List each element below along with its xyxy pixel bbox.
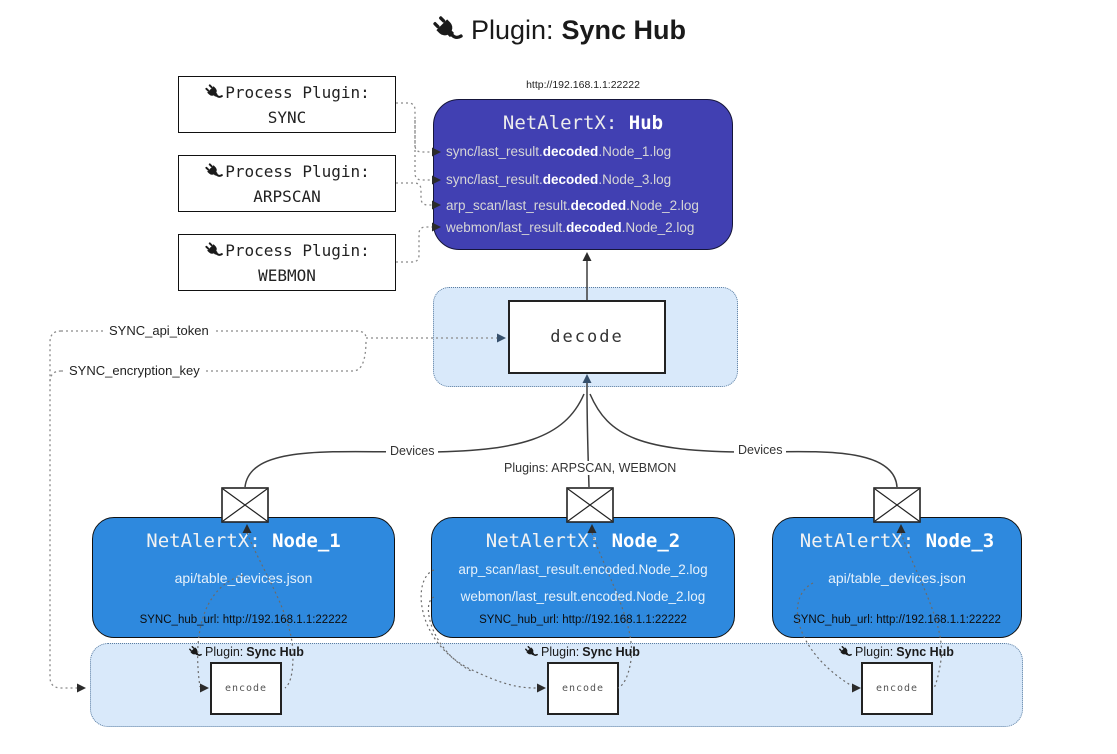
plug-icon — [204, 241, 223, 260]
encode-box-2: encode — [547, 662, 619, 715]
hub-file-line: webmon/last_result.decoded.Node_2.log — [446, 220, 695, 235]
hub-file-line: arp_scan/last_result.decoded.Node_2.log — [446, 198, 699, 213]
encode-plugin-label: Plugin: Sync Hub — [507, 645, 657, 659]
setting-sync-encryption-key: SYNC_encryption_key — [64, 363, 205, 378]
plug-icon — [204, 83, 223, 102]
process-plugin-name: SYNC — [267, 107, 307, 127]
encode-plugin-label: Plugin: Sync Hub — [171, 645, 321, 659]
node-file-line: webmon/last_result.encoded.Node_2.log — [460, 589, 706, 604]
plug-icon — [524, 645, 538, 659]
plug-icon — [431, 14, 463, 46]
envelope-icon — [566, 487, 614, 523]
edge-label-devices-left: Devices — [386, 444, 439, 458]
page-title: Plugin: Sync Hub — [0, 14, 1117, 46]
node-file-line: api/table_devices.json — [828, 570, 966, 586]
setting-sync-api-token: SYNC_api_token — [104, 323, 214, 338]
process-plugin-webmon: Process Plugin: WEBMON — [178, 234, 396, 291]
hub-file-line: sync/last_result.decoded.Node_3.log — [446, 172, 672, 187]
node-hub-url: SYNC_hub_url: http://192.168.1.1:22222 — [479, 614, 687, 626]
process-plugin-label: Process Plugin: — [225, 161, 370, 181]
hub-title-bold: Hub — [628, 112, 664, 134]
process-plugin-label: Process Plugin: — [225, 240, 370, 260]
process-plugin-label: Process Plugin: — [225, 82, 370, 102]
hub-box: NetAlertX: Hub sync/last_result.decoded.… — [433, 99, 733, 250]
process-plugin-name: WEBMON — [258, 265, 316, 285]
process-plugin-name: ARPSCAN — [253, 186, 321, 206]
node-file-line: arp_scan/last_result.encoded.Node_2.log — [458, 562, 708, 577]
decode-box: decode — [508, 300, 666, 374]
node-title: NetAlertX: Node_2 — [485, 530, 681, 552]
edge-label-plugins: Plugins: ARPSCAN, WEBMON — [500, 461, 676, 475]
plug-icon — [204, 162, 223, 181]
plug-icon — [838, 645, 852, 659]
encode-plugin-label: Plugin: Sync Hub — [821, 645, 971, 659]
hub-title: NetAlertX: Hub — [434, 112, 732, 134]
page-title-prefix: Plugin: — [470, 14, 554, 45]
envelope-icon — [221, 487, 269, 523]
process-plugin-sync: Process Plugin: SYNC — [178, 76, 396, 133]
node-box-2: NetAlertX: Node_2 arp_scan/last_result.e… — [431, 517, 735, 638]
envelope-icon — [873, 487, 921, 523]
node-file-line: api/table_devices.json — [174, 570, 313, 586]
encode-box-1: encode — [210, 662, 282, 715]
node-hub-url: SYNC_hub_url: http://192.168.1.1:22222 — [139, 614, 348, 626]
node-title: NetAlertX: Node_3 — [799, 530, 995, 552]
hub-file-line: sync/last_result.decoded.Node_1.log — [446, 144, 672, 159]
edge-label-devices-right: Devices — [734, 443, 787, 457]
node-box-3: NetAlertX: Node_3 api/table_devices.json… — [772, 517, 1022, 638]
page-title-bold: Sync Hub — [561, 14, 687, 45]
node-title: NetAlertX: Node_1 — [146, 530, 341, 552]
node-box-1: NetAlertX: Node_1 api/table_devices.json… — [92, 517, 395, 638]
encode-box-3: encode — [861, 662, 933, 715]
hub-url-label: http://192.168.1.1:22222 — [526, 79, 640, 91]
node-hub-url: SYNC_hub_url: http://192.168.1.1:22222 — [793, 614, 1001, 626]
process-plugin-arpscan: Process Plugin: ARPSCAN — [178, 155, 396, 212]
plug-icon — [188, 645, 202, 659]
hub-title-prefix: NetAlertX: — [502, 112, 629, 134]
